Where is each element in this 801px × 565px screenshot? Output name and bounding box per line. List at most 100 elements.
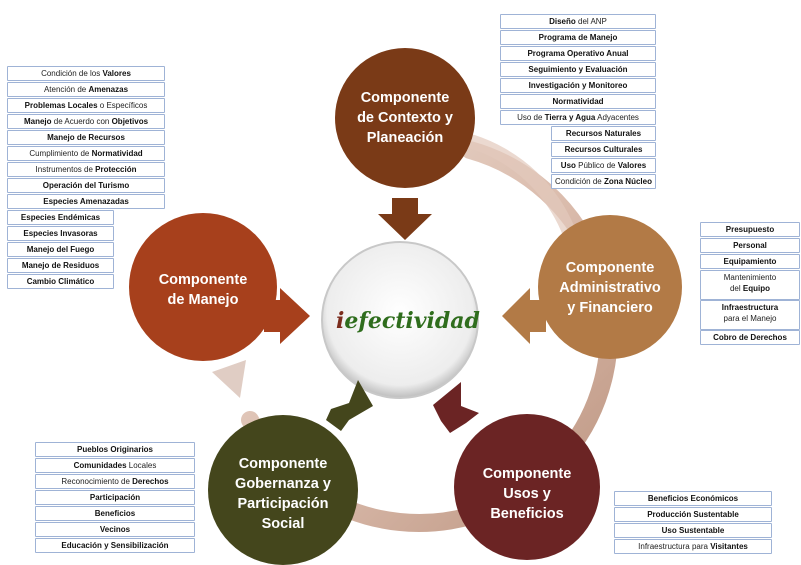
- list-item-contexto: Programa Operativo Anual: [500, 46, 656, 61]
- list-item-manejo: Atención de Amenazas: [7, 82, 165, 97]
- list-item-manejo: Especies Amenazadas: [7, 194, 165, 209]
- list-item-text: Equipo: [742, 284, 770, 293]
- component-gobernanza-label: Componente Gobernanza y Participación So…: [235, 456, 331, 532]
- list-item-manejo: Condición de los Valores: [7, 66, 165, 81]
- list-item-contexto: Recursos Culturales: [551, 142, 656, 157]
- list-item-text: Seguimiento y Evaluación: [528, 65, 628, 74]
- arrow-gobernanza: [326, 380, 373, 431]
- list-item-text: Uso Sustentable: [661, 526, 725, 535]
- list-item-text: Especies Endémicas: [20, 213, 101, 222]
- efectividad-logo: iefectividad: [336, 303, 480, 339]
- list-item-text: Problemas Locales: [24, 101, 98, 110]
- list-item-text: Mantenimiento del: [723, 273, 777, 293]
- list-item-text: Operación del Turismo: [42, 181, 130, 190]
- list-item-text: Instrumentos de: [35, 165, 96, 174]
- list-item-text: Uso de: [517, 113, 545, 122]
- list-item-gobernanza: Pueblos Originarios: [35, 442, 195, 457]
- list-item-gobernanza: Comunidades Locales: [35, 458, 195, 473]
- list-item-manejo: Instrumentos de Protección: [7, 162, 165, 177]
- list-item-text: Amenazas: [88, 85, 129, 94]
- cycle-arrow-head: [212, 360, 246, 398]
- list-item-text: Condición de: [555, 177, 604, 186]
- list-item-contexto: Diseño del ANP: [500, 14, 656, 29]
- list-item-text: Cumplimiento de: [29, 149, 92, 158]
- list-item-text: Manejo: [23, 117, 52, 126]
- list-item-text: Personal: [733, 241, 767, 250]
- list-item-text: Manejo del Fuego: [26, 245, 95, 254]
- list-item-contexto: Investigación y Monitoreo: [500, 78, 656, 93]
- list-item-text: Infraestructura: [721, 303, 779, 312]
- list-item-contexto: Programa de Manejo: [500, 30, 656, 45]
- component-administrativo-label: Componente Administrativo y Financiero: [559, 260, 661, 316]
- list-item-text: Zona Núcleo: [603, 177, 652, 186]
- list-item-text: Visitantes: [710, 542, 748, 551]
- list-item-text: Locales: [126, 461, 157, 470]
- list-item-text: Condición de los: [41, 69, 103, 78]
- list-item-text: Diseño: [549, 17, 576, 26]
- component-usos-label: Componente Usos y Beneficios: [482, 466, 572, 522]
- circle-contexto: [335, 48, 475, 188]
- list-item-text: de Acuerdo con: [51, 117, 112, 126]
- list-item-text: Especies Invasoras: [23, 229, 98, 238]
- list-item-text: Participación: [89, 493, 141, 502]
- list-item-text: Protección: [95, 165, 137, 174]
- list-item-manejo: Especies Invasoras: [7, 226, 114, 241]
- list-item-text: o Específicos: [97, 101, 148, 110]
- arrow-contexto: [378, 198, 432, 240]
- list-item-administrativo: Presupuesto: [700, 222, 800, 237]
- list-item-text: Vecinos: [99, 525, 131, 534]
- list-item-text: Objetivos: [111, 117, 149, 126]
- logo-prefix: i: [336, 308, 345, 334]
- circle-administrativo: [538, 215, 682, 359]
- list-item-administrativo: Equipamiento: [700, 254, 800, 269]
- list-item-text: Tierra y Agua: [544, 113, 596, 122]
- list-item-contexto: Seguimiento y Evaluación: [500, 62, 656, 77]
- list-item-gobernanza: Participación: [35, 490, 195, 505]
- list-item-text: Programa Operativo Anual: [527, 49, 629, 58]
- arrow-manejo: [264, 288, 310, 344]
- list-item-manejo: Manejo de Residuos: [7, 258, 114, 273]
- list-item-text: Educación y Sensibilización: [61, 541, 169, 550]
- list-item-text: Uso: [560, 161, 576, 170]
- list-item-gobernanza: Reconocimiento de Derechos: [35, 474, 195, 489]
- list-item-text: Producción Sustentable: [647, 510, 739, 519]
- list-item-text: Derechos: [132, 477, 169, 486]
- list-item-text: Normatividad: [91, 149, 143, 158]
- list-item-manejo: Problemas Locales o Específicos: [7, 98, 165, 113]
- list-item-text: Especies Amenazadas: [43, 197, 129, 206]
- list-item-text: Manejo de Residuos: [21, 261, 100, 270]
- list-item-administrativo: Infraestructura para el Manejo: [700, 300, 800, 330]
- list-item-manejo: Manejo de Acuerdo con Objetivos: [7, 114, 165, 129]
- circle-usos: [454, 414, 600, 560]
- list-item-manejo: Operación del Turismo: [7, 178, 165, 193]
- list-item-contexto: Uso Público de Valores: [551, 158, 656, 173]
- list-item-usos: Beneficios Económicos: [614, 491, 772, 506]
- list-item-text: Reconocimiento de: [61, 477, 133, 486]
- list-item-contexto: Condición de Zona Núcleo: [551, 174, 656, 189]
- list-item-text: Beneficios Económicos: [647, 494, 739, 503]
- list-item-contexto: Normatividad: [500, 94, 656, 109]
- list-item-text: para el Manejo: [723, 314, 777, 323]
- list-item-text: Valores: [102, 69, 131, 78]
- list-item-text: Atención de: [43, 85, 89, 94]
- list-item-text: Normatividad: [552, 97, 604, 106]
- logo-word: efectividad: [344, 308, 480, 334]
- list-item-manejo: Manejo de Recursos: [7, 130, 165, 145]
- circle-gobernanza: [208, 415, 358, 565]
- list-item-text: Recursos Naturales: [565, 129, 642, 138]
- list-item-text: Infraestructura para: [638, 542, 711, 551]
- list-item-contexto: Uso de Tierra y Agua Adyacentes: [500, 110, 656, 125]
- list-item-manejo: Cambio Climático: [7, 274, 114, 289]
- list-item-text: Cambio Climático: [26, 277, 95, 286]
- list-item-gobernanza: Vecinos: [35, 522, 195, 537]
- list-item-text: Equipamiento: [723, 257, 777, 266]
- list-item-contexto: Recursos Naturales: [551, 126, 656, 141]
- list-item-text: Público de: [575, 161, 618, 170]
- center-circle: [321, 241, 479, 399]
- list-item-text: Programa de Manejo: [538, 33, 618, 42]
- list-item-text: Recursos Culturales: [564, 145, 643, 154]
- list-item-text: del ANP: [575, 17, 607, 26]
- list-item-text: Cobro de Derechos: [713, 333, 787, 342]
